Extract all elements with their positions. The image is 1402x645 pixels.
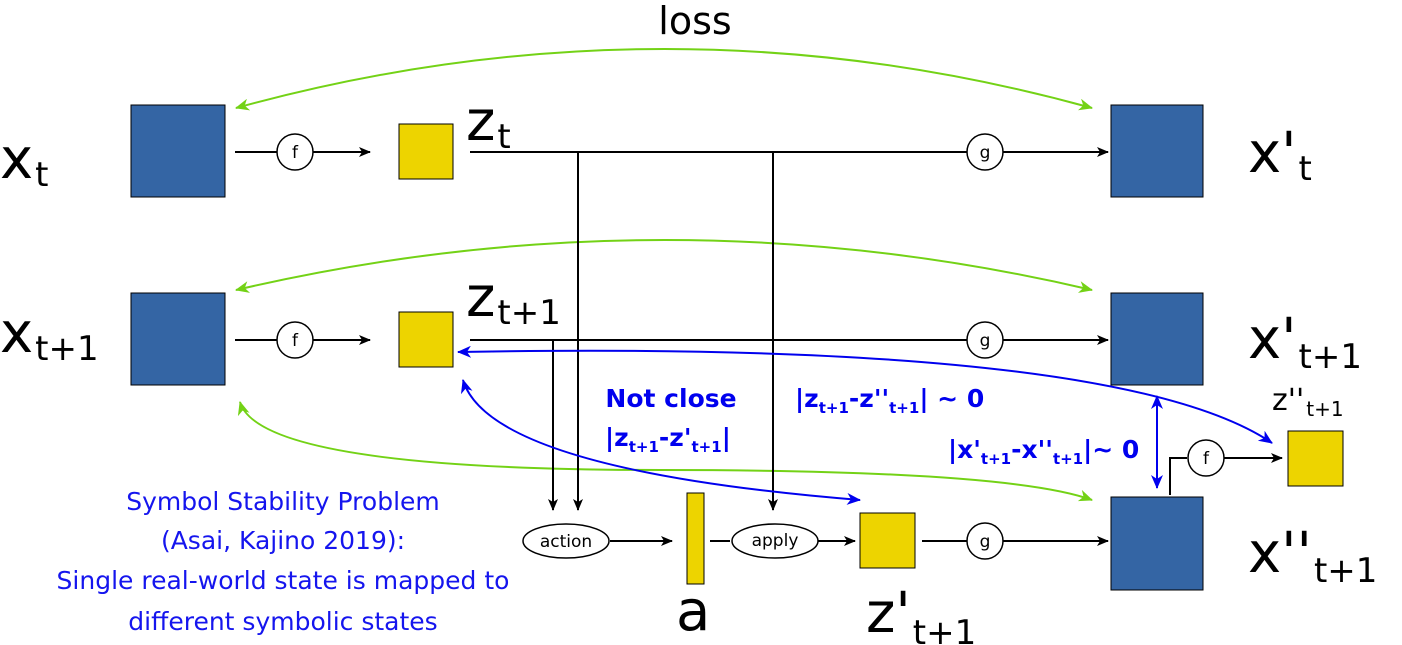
image-box-xprime-t1: [1110, 292, 1204, 386]
decoder-label-t: g: [980, 143, 991, 163]
latent-label-zprime-t1: z't+1: [866, 581, 976, 645]
action-node: [522, 523, 610, 559]
latent-box-z-t1: [398, 311, 454, 368]
caption-line-2: (Asai, Kajino 2019):: [161, 526, 405, 555]
image-box-x-t: [130, 104, 226, 198]
loss-arrow-row-t: [235, 48, 1093, 111]
input-label-t: xt: [0, 127, 48, 195]
output-label-xprime-t1: x't+1: [1248, 307, 1362, 377]
latent-label-z-t: zt: [466, 89, 511, 157]
z-diff-formula: |zt+1-z''t+1| ~ 0: [795, 384, 984, 417]
loss-label: loss: [658, 0, 731, 43]
latent-label-z-t1: zt+1: [466, 265, 561, 333]
decoder-label-t1: g: [980, 331, 991, 351]
action-var-label: a: [676, 579, 710, 644]
input-label-t1: xt+1: [0, 301, 99, 369]
x-diff-formula: |x't+1-x''t+1|~ 0: [948, 435, 1139, 468]
latent-box-zdprime-t1: [1287, 430, 1344, 487]
caption-line-1: Symbol Stability Problem: [126, 487, 440, 516]
latent-box-z-t: [398, 123, 454, 180]
compare-arrow-z-zdprime: [457, 345, 1273, 444]
caption-line-4: different symbolic states: [128, 607, 437, 636]
output-label-xdprime-t1: x''t+1: [1248, 521, 1377, 591]
encoder-label-t: f: [292, 143, 299, 163]
not-close-formula: |zt+1-z't+1|: [605, 423, 731, 456]
reencode-line: [1169, 457, 1187, 495]
reencoder-label: f: [1203, 449, 1210, 469]
not-close-title: Not close: [605, 384, 736, 413]
image-box-xprime-t: [1110, 104, 1204, 198]
image-box-xdprime-t1: [1110, 496, 1204, 591]
decoder-label-pred: g: [980, 532, 991, 552]
latent-box-zprime-t1: [859, 512, 916, 569]
loss-arrow-row-t1: [235, 239, 1093, 293]
latent-label-zdprime-t1: z''t+1: [1272, 383, 1344, 421]
encoder-label-t1: f: [292, 331, 299, 351]
apply-node-label: apply: [752, 531, 799, 551]
image-box-x-t1: [130, 292, 226, 386]
caption-line-3: Single real-world state is mapped to: [57, 566, 510, 595]
action-node-label: action: [540, 532, 592, 552]
action-box-a: [686, 492, 705, 585]
output-label-xprime-t: x't: [1248, 121, 1312, 189]
